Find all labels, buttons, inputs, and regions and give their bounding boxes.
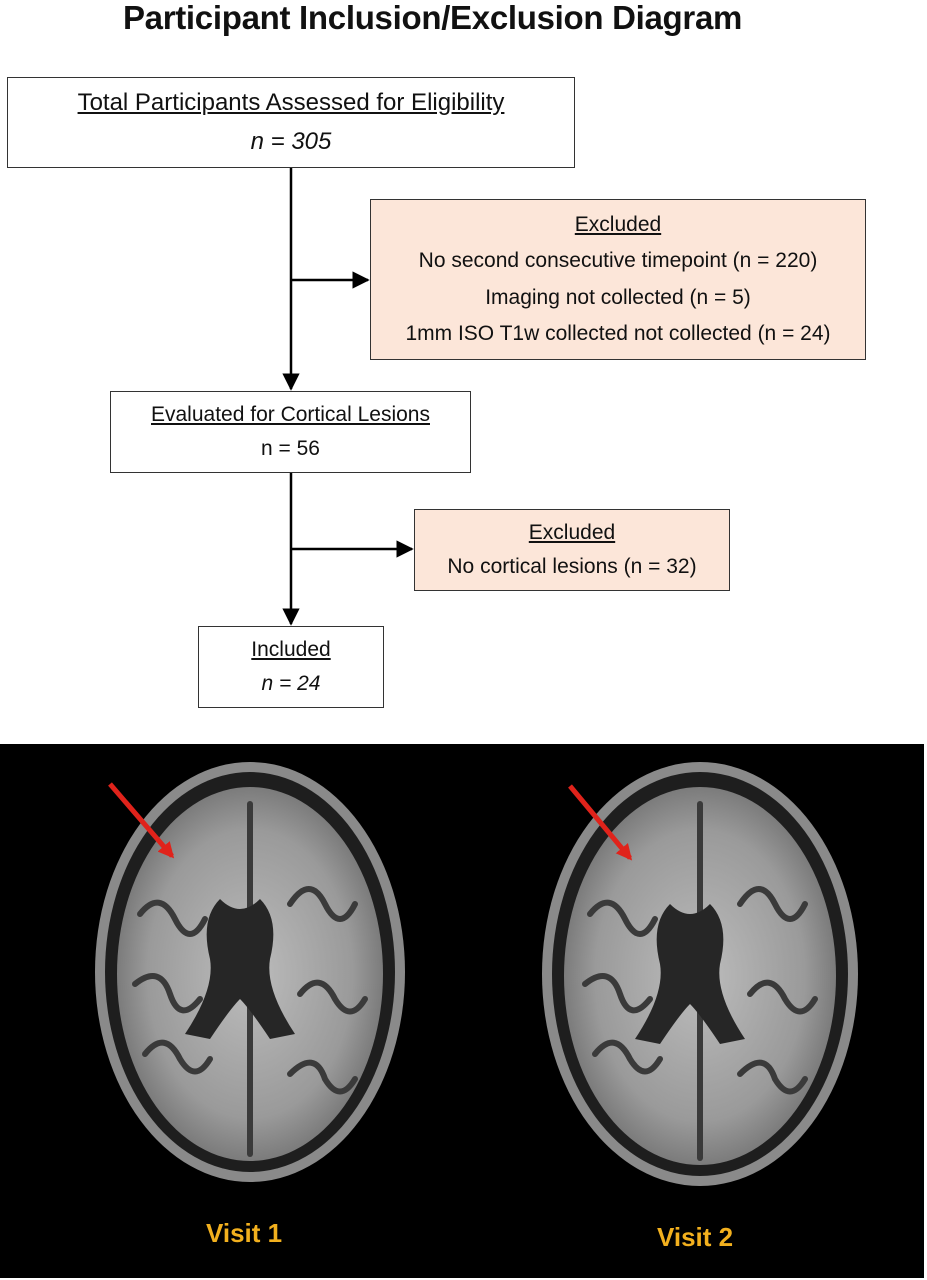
mri-scan-visit-1 <box>95 762 405 1182</box>
mri-scans <box>95 762 858 1186</box>
evaluated-heading: Evaluated for Cortical Lesions <box>151 402 430 426</box>
included-count: n = 24 <box>261 672 321 696</box>
lesion-arrow-visit-1 <box>108 782 175 859</box>
excluded-2-heading: Excluded <box>528 520 616 544</box>
included-heading: Included <box>251 637 331 661</box>
visit-2-label: Visit 2 <box>657 1222 734 1252</box>
evaluated-box: Evaluated for Cortical Lesions n = 56 <box>110 391 471 473</box>
evaluated-count: n = 56 <box>261 437 320 461</box>
excluded-1-line: 1mm ISO T1w collected not collected (n =… <box>405 322 831 346</box>
flow-arrows <box>282 168 414 626</box>
excluded-1-line: No second consecutive timepoint (n = 220… <box>418 249 818 273</box>
excluded-2-line: No cortical lesions (n = 32) <box>447 555 697 579</box>
total-participants-box: Total Participants Assessed for Eligibil… <box>7 77 575 168</box>
total-count: n = 305 <box>250 128 332 155</box>
excluded-1-line: Imaging not collected (n = 5) <box>485 285 751 309</box>
total-heading: Total Participants Assessed for Eligibil… <box>77 89 505 116</box>
mri-scan-visit-2 <box>542 762 858 1186</box>
excluded-box-1: Excluded No second consecutive timepoint… <box>370 199 866 360</box>
excluded-1-heading: Excluded <box>574 212 662 236</box>
lesion-arrow-visit-2 <box>568 784 633 861</box>
mri-image-panel: Visit 1 Visit 2 <box>0 744 924 1278</box>
visit-1-label: Visit 1 <box>206 1218 283 1248</box>
diagram-title: Participant Inclusion/Exclusion Diagram <box>122 0 743 36</box>
excluded-box-2: Excluded No cortical lesions (n = 32) <box>414 509 730 591</box>
included-box: Included n = 24 <box>198 626 384 708</box>
